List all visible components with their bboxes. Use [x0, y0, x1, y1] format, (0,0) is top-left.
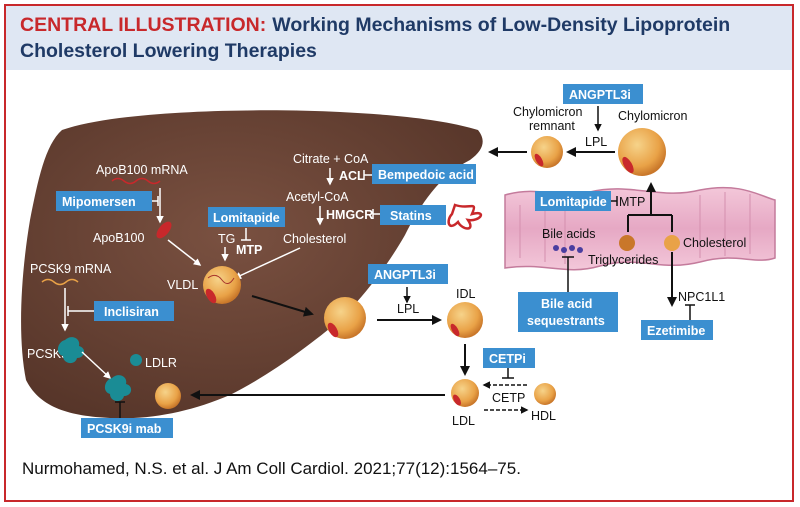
angptl3i-top-label: ANGPTL3i: [569, 88, 631, 102]
bile-acid-sequestrants-label-2: sequestrants: [527, 314, 605, 328]
cholesterol-gut-label: Cholesterol: [683, 236, 746, 250]
ldl-label: LDL: [452, 414, 475, 428]
ldl-particle: [451, 379, 479, 407]
hmgcr-label: HMGCR: [326, 208, 373, 222]
bile-acid-sequestrants-label-1: Bile acid: [541, 297, 592, 311]
bile-acid-sequestrants-box: [518, 292, 618, 332]
chylomicron-particle: [618, 128, 666, 176]
idl-particle: [447, 302, 483, 338]
inclisiran-box: [94, 301, 174, 321]
title-lead: CENTRAL ILLUSTRATION:: [20, 14, 267, 36]
chylomicron-label: Chylomicron: [618, 109, 688, 123]
pcsk9-mrna-wave: [41, 278, 79, 286]
hdl-label: HDL: [531, 409, 556, 423]
lpl-top-label: LPL: [585, 135, 607, 149]
apob100-label: ApoB100: [93, 231, 144, 245]
apob100-protein: [156, 221, 172, 239]
mtp-gut-label: MTP: [619, 195, 645, 209]
ezetimibe-label: Ezetimibe: [647, 324, 705, 338]
angptl3i-mid-box: [368, 264, 448, 284]
lomitapide-liver-label: Lomitapide: [213, 211, 280, 225]
triglycerides-label: Triglycerides: [588, 253, 658, 267]
ldlr-receptor: [130, 354, 142, 366]
header-band: CENTRAL ILLUSTRATION:Working Mechanisms …: [6, 6, 792, 70]
mipomersen-box: [56, 191, 152, 211]
statins-label: Statins: [390, 209, 432, 223]
cetpi-label: CETPi: [489, 352, 526, 366]
ldl-uptake-particle: [155, 383, 181, 409]
title-text: Working Mechanisms of Low-Density Lipopr…: [20, 14, 731, 62]
pcsk9i-mab-box: [81, 418, 173, 438]
cholesterol-liver-label: Cholesterol: [283, 232, 346, 246]
ezetimibe-box: [641, 320, 713, 340]
idl-label: IDL: [456, 287, 476, 301]
page-title: CENTRAL ILLUSTRATION:Working Mechanisms …: [20, 12, 780, 64]
bile-acids-label: Bile acids: [542, 227, 596, 241]
cetpi-box: [483, 348, 535, 368]
npc1l1-label: NPC1L1: [678, 290, 725, 304]
apob100-mrna-wave: [111, 177, 161, 185]
hdl-particle: [534, 383, 556, 405]
citrate-coa-label: Citrate + CoA: [293, 152, 369, 166]
vldl-label: VLDL: [167, 278, 198, 292]
tg-label: TG: [218, 232, 235, 246]
inclisiran-label: Inclisiran: [104, 305, 159, 319]
apob100-mrna-label: ApoB100 mRNA: [96, 163, 188, 177]
cetp-label: CETP: [492, 391, 525, 405]
lomitapide-liver-box: [208, 207, 285, 227]
pcsk9-protein: [57, 337, 85, 364]
ldlr-label: LDLR: [145, 356, 177, 370]
mtp-liver-label: MTP: [236, 243, 262, 257]
statins-box: [380, 205, 446, 225]
citation: Nurmohamed, N.S. et al. J Am Coll Cardio…: [22, 459, 521, 478]
chylomicron-remnant-label-1: Chylomicron: [513, 105, 583, 119]
angptl3i-mid-label: ANGPTL3i: [374, 268, 436, 282]
chylomicron-remnant-particle: [531, 136, 563, 168]
liver-shape: [21, 110, 483, 419]
mipomersen-label: Mipomersen: [62, 195, 136, 209]
acl-label: ACL: [339, 169, 365, 183]
pcsk9-mrna-label: PCSK9 mRNA: [30, 262, 112, 276]
statins-target-icon: [447, 203, 483, 230]
chylomicron-remnant-label-2: remnant: [529, 119, 575, 133]
bempedoic-acid-label: Bempedoic acid: [378, 168, 474, 182]
angptl3i-top-box: [563, 84, 643, 104]
acetyl-coa-label: Acetyl-CoA: [286, 190, 349, 204]
cholesterol-droplet: [664, 235, 680, 251]
pcsk9-ldlr-complex: [104, 375, 132, 402]
bempedoic-acid-box: [372, 164, 476, 184]
lomitapide-gut-box: [535, 191, 611, 211]
lpl-mid-label: LPL: [397, 302, 419, 316]
triglycerides-droplet: [619, 235, 635, 251]
pcsk9-label: PCSK9: [27, 347, 68, 361]
pcsk9i-mab-label: PCSK9i mab: [87, 422, 162, 436]
lomitapide-gut-label: Lomitapide: [540, 195, 607, 209]
